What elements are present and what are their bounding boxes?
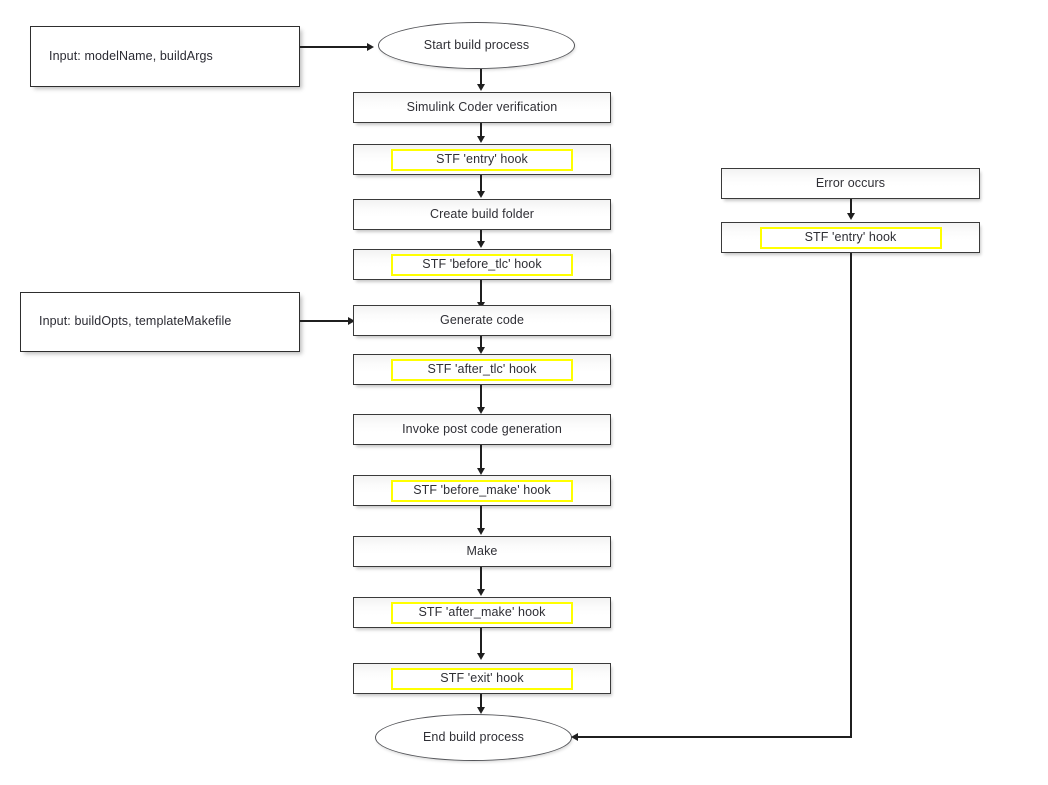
step-stf-after-tlc-hook: STF 'after_tlc' hook (353, 354, 611, 385)
step-stf-entry-hook: STF 'entry' hook (353, 144, 611, 175)
step-create-build-folder: Create build folder (353, 199, 611, 230)
connector-error-to-error-hook (850, 199, 852, 214)
step-label: Create build folder (429, 206, 535, 221)
step-label: STF 'before_tlc' hook (422, 256, 542, 271)
arrowhead-step1-to-step2 (476, 136, 485, 143)
arrowhead-error-hook-to-end (571, 732, 578, 741)
arrowhead-step7-to-step8 (476, 468, 485, 475)
hook-highlight-plate: STF 'entry' hook (391, 148, 573, 171)
connector-step6-to-step7 (480, 385, 482, 408)
end-node-label: End build process (422, 729, 525, 744)
step-invoke-post-code-generation: Invoke post code generation (353, 414, 611, 445)
connector-step3-to-step4 (480, 230, 482, 242)
arrowhead-start-to-step1 (476, 84, 485, 91)
step-stf-before-make-hook: STF 'before_make' hook (353, 475, 611, 506)
connector-input1-to-start (300, 46, 368, 48)
input-note-model-name: Input: modelName, buildArgs (30, 26, 300, 87)
input-note-label: Input: buildOpts, templateMakefile (39, 314, 232, 329)
step-label: STF 'entry' hook (436, 151, 528, 166)
step-make: Make (353, 536, 611, 567)
step-label: Make (466, 543, 498, 558)
step-label: Simulink Coder verification (406, 99, 558, 114)
step-label: STF 'after_tlc' hook (427, 361, 537, 376)
connector-step5-to-step6 (480, 336, 482, 348)
step-stf-exit-hook: STF 'exit' hook (353, 663, 611, 694)
step-label: STF 'entry' hook (804, 229, 897, 244)
step-error-stf-entry-hook: STF 'entry' hook (721, 222, 980, 253)
arrowhead-input1-to-start (367, 42, 374, 51)
step-error-occurs: Error occurs (721, 168, 980, 199)
step-label: STF 'after_make' hook (418, 604, 546, 619)
arrowhead-input2-to-generate-code (348, 316, 355, 325)
input-note-label: Input: modelName, buildArgs (49, 48, 213, 63)
arrowhead-step10-to-step11 (476, 653, 485, 660)
connector-step8-to-step9 (480, 506, 482, 529)
connector-start-to-step1 (480, 69, 482, 85)
hook-highlight-plate: STF 'after_tlc' hook (391, 358, 573, 381)
step-simulink-coder-verification: Simulink Coder verification (353, 92, 611, 123)
step-stf-after-make-hook: STF 'after_make' hook (353, 597, 611, 628)
arrowhead-step8-to-step9 (476, 528, 485, 535)
connector-input2-to-generate-code (300, 320, 353, 322)
connector-step9-to-step10 (480, 567, 482, 590)
step-label: Error occurs (815, 175, 886, 190)
step-label: Generate code (440, 312, 524, 327)
hook-highlight-plate: STF 'exit' hook (391, 667, 573, 690)
start-node-label: Start build process (423, 37, 530, 52)
connector-error-hook-vertical (850, 253, 852, 738)
arrowhead-step3-to-step4 (476, 241, 485, 248)
step-stf-before-tlc-hook: STF 'before_tlc' hook (353, 249, 611, 280)
connector-step2-to-step3 (480, 175, 482, 192)
arrowhead-step6-to-step7 (476, 407, 485, 414)
arrowhead-step2-to-step3 (476, 191, 485, 198)
hook-highlight-plate: STF 'before_make' hook (391, 479, 573, 502)
arrowhead-error-to-error-hook (846, 213, 855, 220)
connector-error-hook-to-end (578, 736, 852, 738)
input-note-build-opts: Input: buildOpts, templateMakefile (20, 292, 300, 352)
hook-highlight-plate: STF 'before_tlc' hook (391, 253, 573, 276)
arrowhead-step11-to-end (476, 707, 485, 714)
connector-step1-to-step2 (480, 123, 482, 137)
connector-step7-to-step8 (480, 445, 482, 469)
connector-step11-to-end (480, 694, 482, 708)
hook-highlight-plate: STF 'after_make' hook (391, 601, 573, 624)
arrowhead-step5-to-step6 (476, 347, 485, 354)
hook-highlight-plate: STF 'entry' hook (759, 226, 942, 249)
start-build-process-node: Start build process (378, 22, 575, 69)
connector-step10-to-step11 (480, 628, 482, 654)
step-generate-code: Generate code (353, 305, 611, 336)
step-label: Invoke post code generation (402, 421, 562, 436)
step-label: STF 'exit' hook (440, 670, 524, 685)
connector-step4-to-step5 (480, 280, 482, 303)
arrowhead-step9-to-step10 (476, 589, 485, 596)
end-build-process-node: End build process (375, 714, 572, 761)
step-label: STF 'before_make' hook (413, 482, 551, 497)
